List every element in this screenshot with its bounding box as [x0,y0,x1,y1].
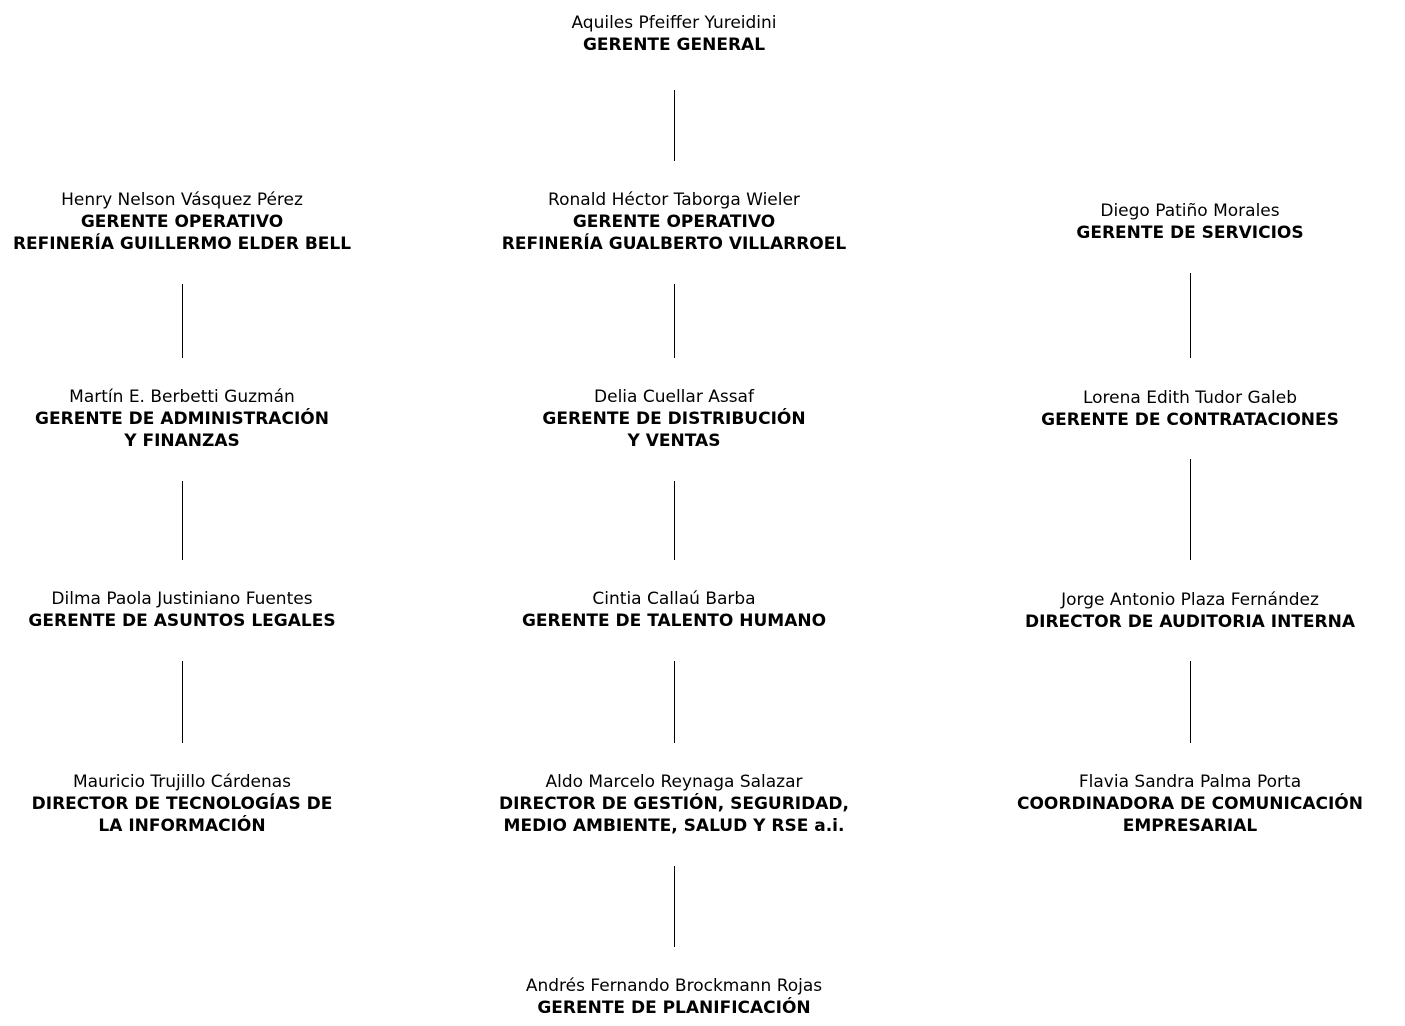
person-title: GERENTE OPERATIVO [80,212,284,232]
person-title: GERENTE DE ADMINISTRACIÓN [35,409,329,429]
connector-line [674,661,675,743]
person-title: REFINERÍA GUALBERTO VILLARROEL [501,234,847,254]
person-name: Andrés Fernando Brockmann Rojas [525,976,823,996]
person-title: DIRECTOR DE GESTIÓN, SEGURIDAD, [499,794,849,814]
connector-line [1190,273,1191,358]
person-name: Flavia Sandra Palma Porta [1078,772,1302,792]
person-name: Aldo Marcelo Reynaga Salazar [545,772,803,792]
connector-line [182,481,183,560]
person-title: LA INFORMACIÓN [98,816,266,836]
person-title: EMPRESARIAL [1122,816,1258,836]
person-title: DIRECTOR DE TECNOLOGÍAS DE [31,794,333,814]
person-title: REFINERÍA GUILLERMO ELDER BELL [12,234,352,254]
person-title: GERENTE DE PLANIFICACIÓN [537,998,811,1018]
connector-line [1190,459,1191,560]
connector-line [1190,661,1191,743]
person-title: Y FINANZAS [124,431,240,451]
person-name: Diego Patiño Morales [1100,201,1280,221]
person-title: GERENTE DE TALENTO HUMANO [521,611,827,631]
person-name: Dilma Paola Justiniano Fuentes [51,589,313,609]
person-name: Lorena Edith Tudor Galeb [1082,388,1298,408]
person-title: GERENTE OPERATIVO [572,212,776,232]
connector-line [182,661,183,743]
connector-line [674,284,675,358]
person-name: Henry Nelson Vásquez Pérez [61,190,303,210]
person-name: Aquiles Pfeiffer Yureidini [571,13,777,33]
connector-line [674,90,675,161]
person-title: GERENTE DE DISTRIBUCIÓN [542,409,806,429]
person-title: GERENTE DE ASUNTOS LEGALES [28,611,336,631]
person-title: MEDIO AMBIENTE, SALUD Y RSE a.i. [503,816,845,836]
connector-line [674,866,675,947]
person-name: Mauricio Trujillo Cárdenas [72,772,292,792]
person-title: GERENTE GENERAL [582,35,766,55]
person-name: Ronald Héctor Taborga Wieler [548,190,800,210]
person-name: Jorge Antonio Plaza Fernández [1061,590,1319,610]
connector-line [674,481,675,560]
connector-line [182,284,183,358]
person-name: Delia Cuellar Assaf [594,387,754,407]
person-title: COORDINADORA DE COMUNICACIÓN [1017,794,1363,814]
person-title: Y VENTAS [627,431,721,451]
person-title: GERENTE DE CONTRATACIONES [1041,410,1339,430]
person-name: Cintia Callaú Barba [592,589,756,609]
person-title: GERENTE DE SERVICIOS [1076,223,1304,243]
person-title: DIRECTOR DE AUDITORIA INTERNA [1025,612,1355,632]
person-name: Martín E. Berbetti Guzmán [69,387,295,407]
